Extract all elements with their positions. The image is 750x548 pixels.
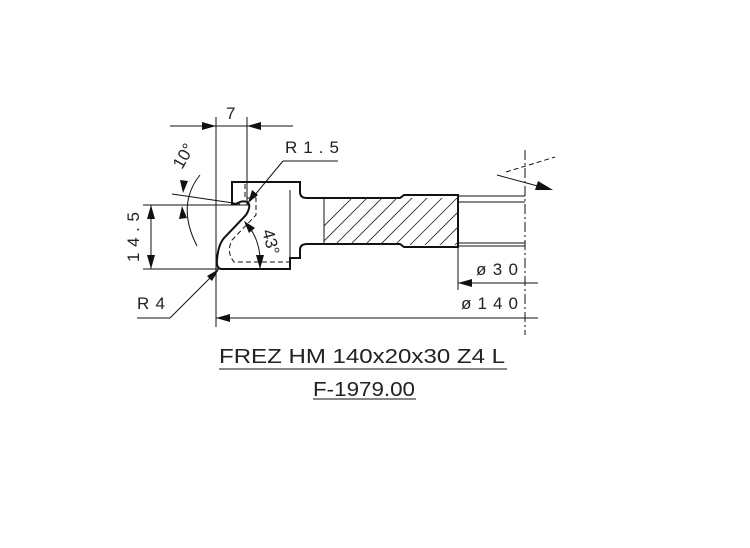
dimension-label: 14.5 (124, 212, 143, 262)
dimension-radius-4: R4 (137, 269, 219, 319)
hatch-line (324, 198, 368, 242)
section-hatching (324, 195, 565, 250)
hatch-line (349, 198, 398, 245)
dimension-outer-diameter: ø140 (216, 294, 538, 322)
hatch-line (394, 198, 443, 245)
hidden-profile-line (228, 184, 290, 263)
hatch-line (465, 195, 520, 250)
dimension-label: 43° (258, 227, 283, 257)
dimension-label: 7 (226, 104, 235, 123)
dimension-bore-diameter: ø30 (457, 247, 538, 290)
dimension-label: 10° (169, 140, 198, 172)
hatch-line (409, 198, 458, 245)
rotation-reference-line (505, 156, 556, 173)
dimension-label: R4 (137, 294, 165, 313)
dimension-label: ø140 (461, 294, 518, 313)
hatch-line (424, 211, 458, 245)
hatch-line (439, 226, 458, 245)
hatch-line (510, 195, 565, 250)
hatch-line (364, 198, 413, 245)
hatch-line (495, 195, 550, 250)
drawing-code: F-1979.00 (313, 379, 415, 401)
hatch-line (324, 198, 353, 227)
dimension-label: ø30 (476, 260, 518, 279)
hatch-line (480, 195, 535, 250)
dimension-width-7: 7 (170, 104, 293, 327)
hatch-line (334, 198, 383, 245)
drawing-title: FREZ HM 140x20x30 Z4 L (219, 346, 505, 368)
hatch-line (379, 198, 428, 245)
dimension-radius-1-5: R1.5 (248, 138, 339, 203)
dimension-angle-10: 10° (169, 140, 241, 247)
dimension-label: R1.5 (285, 138, 339, 157)
